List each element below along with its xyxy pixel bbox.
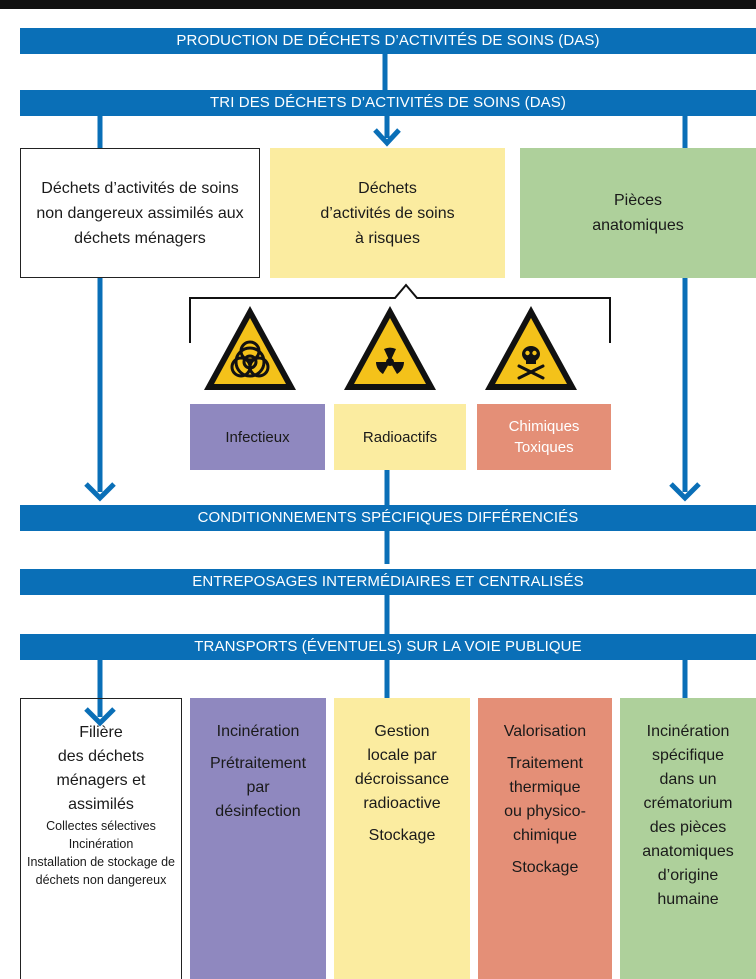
filiere-anatomiques-line2: spécifique: [651, 747, 725, 764]
band-transports: TRANSPORTS (ÉVENTUELS) SUR LA VOIE PUBLI…: [20, 634, 756, 660]
risk-radioactifs: Radioactifs: [334, 404, 466, 470]
filiere-menagers-detail-1: Collectes sélectives: [46, 819, 156, 833]
category-a-risques-line3: à risques: [355, 229, 420, 247]
filiere-chimiques-title: Valorisation: [503, 723, 587, 740]
filiere-menagers-detail-2: Incinération: [68, 837, 134, 851]
filiere-menagers-title-2: des déchets: [57, 748, 145, 765]
category-anatomiques-line2: anatomiques: [592, 217, 684, 234]
filiere-radioactifs-line3: décroissance: [354, 771, 450, 788]
filiere-menagers-title-4: assimilés: [68, 796, 134, 813]
filiere-menagers: Filière des déchets ménagers et assimilé…: [20, 698, 182, 979]
band-conditionnements: CONDITIONNEMENTS SPÉCIFIQUES DIFFÉRENCIÉ…: [20, 505, 756, 531]
risk-chimiques-line2: Toxiques: [514, 439, 574, 456]
filiere-infectieux-line1: Prétraitement: [209, 755, 307, 772]
filiere-anatomiques-line7: d’origine: [657, 867, 719, 884]
filiere-radioactifs: Gestion locale par décroissance radioact…: [334, 698, 470, 979]
filiere-anatomiques-line6: anatomiques: [642, 843, 734, 860]
band-tri: TRI DES DÉCHETS D’ACTIVITÉS DE SOINS (DA…: [20, 90, 756, 116]
skull-crossbones-icon: [485, 306, 577, 390]
category-a-risques-line2: d’activités de soins: [320, 204, 455, 222]
risk-infectieux-label: Infectieux: [225, 428, 290, 446]
risk-radioactifs-label: Radioactifs: [362, 428, 438, 446]
filiere-infectieux-line3: désinfection: [215, 803, 301, 820]
category-anatomiques-line1: Pièces: [613, 192, 663, 209]
filiere-infectieux-line2: par: [246, 779, 270, 796]
filiere-chimiques-line2: thermique: [509, 779, 581, 796]
filiere-anatomiques-line1: Incinération: [646, 723, 730, 740]
filiere-radioactifs-line1: Gestion: [374, 723, 430, 740]
risk-chimiques-line1: Chimiques: [508, 418, 580, 435]
category-a-risques-line1: Déchets: [358, 179, 417, 197]
filiere-chimiques-line3: ou physico-: [504, 803, 586, 820]
category-anatomiques: Pièces anatomiques: [520, 148, 756, 278]
category-non-dangereux-line2: non dangereux assimilés aux: [36, 204, 244, 222]
risk-infectieux: Infectieux: [190, 404, 325, 470]
filiere-menagers-detail-3: Installation de stockage de: [26, 855, 176, 869]
filiere-menagers-detail-4: déchets non dangereux: [35, 873, 167, 887]
radiation-icon: [344, 306, 436, 390]
risk-chimiques: Chimiques Toxiques: [477, 404, 611, 470]
filiere-radioactifs-line2: locale par: [367, 747, 437, 764]
filiere-chimiques-line4: chimique: [512, 827, 578, 844]
biohazard-icon: [204, 306, 296, 390]
filiere-menagers-title-1: Filière: [79, 724, 123, 741]
band-entreposages: ENTREPOSAGES INTERMÉDIAIRES ET CENTRALIS…: [20, 569, 756, 595]
band-production: PRODUCTION DE DÉCHETS D’ACTIVITÉS DE SOI…: [20, 28, 756, 54]
filiere-anatomiques-line3: dans un: [659, 771, 717, 788]
arrow-tri-middle-head: [373, 128, 401, 147]
category-non-dangereux-line1: Déchets d’activités de soins: [41, 179, 239, 197]
filiere-anatomiques-line8: humaine: [657, 891, 719, 908]
top-rule: [0, 0, 756, 9]
filiere-chimiques: Valorisation Traitement thermique ou phy…: [478, 698, 612, 979]
filiere-chimiques-line1: Traitement: [507, 755, 583, 772]
arrow-trans-left-head: [84, 707, 116, 727]
filiere-anatomiques: Incinération spécifique dans un crémator…: [620, 698, 756, 979]
filiere-chimiques-stockage: Stockage: [511, 859, 579, 876]
filiere-radioactifs-line4: radioactive: [363, 795, 441, 812]
category-non-dangereux-line3: déchets ménagers: [74, 229, 206, 247]
category-a-risques: Déchets d’activités de soins à risques: [270, 148, 505, 278]
filiere-radioactifs-stockage: Stockage: [368, 827, 436, 844]
arrow-right-down-head: [669, 482, 701, 502]
filiere-infectieux-title: Incinération: [216, 723, 300, 740]
filiere-infectieux: Incinération Prétraitement par désinfect…: [190, 698, 326, 979]
category-non-dangereux: Déchets d’activités de soins non dangere…: [20, 148, 260, 278]
risk-bracket: [189, 283, 611, 343]
filiere-anatomiques-line4: crématorium: [643, 795, 733, 812]
filiere-anatomiques-line5: des pièces: [649, 819, 727, 836]
filiere-menagers-title-3: ménagers et: [56, 772, 146, 789]
arrow-left-down-head: [84, 482, 116, 502]
